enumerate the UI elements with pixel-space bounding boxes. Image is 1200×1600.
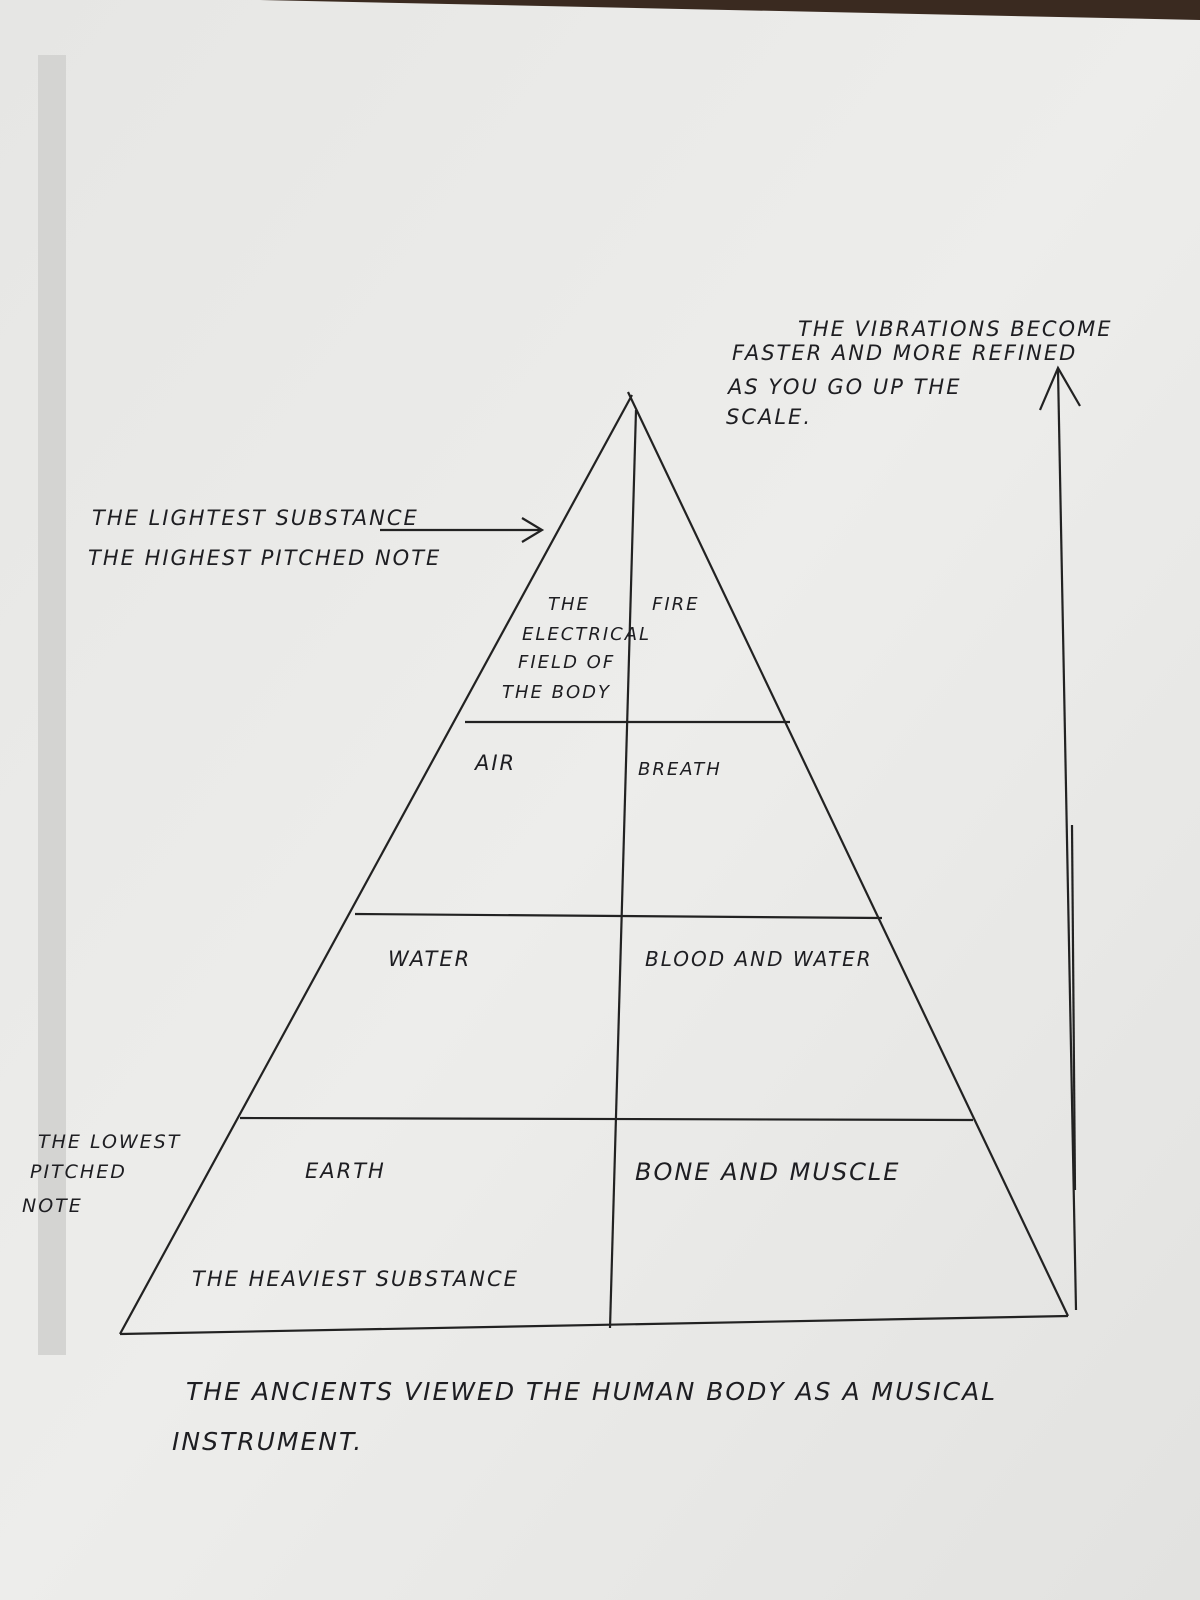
top-note-line-4: SCALE. — [726, 405, 812, 429]
divider-water-earth — [239, 1116, 974, 1122]
lightest-line-2: THE HIGHEST PITCHED NOTE — [88, 546, 441, 570]
lowest-line-3: NOTE — [22, 1195, 83, 1217]
earth-body-label: BONE AND MUSCLE — [635, 1158, 900, 1186]
lightest-line-1: THE LIGHTEST SUBSTANCE — [92, 506, 419, 530]
earth-element-label: EARTH — [305, 1159, 386, 1183]
fire-element-line-1: THE — [548, 594, 590, 615]
scale-mark — [1070, 824, 1077, 1191]
divider-air-water — [354, 912, 883, 920]
fire-element-line-2: ELECTRICAL — [522, 624, 651, 645]
heaviest-label: THE HEAVIEST SUBSTANCE — [192, 1267, 519, 1291]
paper-shadow-edge — [38, 55, 66, 1355]
pyramid — [119, 365, 1081, 1336]
air-body-label: BREATH — [638, 759, 722, 780]
pyramid-base — [119, 1314, 1069, 1336]
lightest-arrowhead-icon — [521, 517, 545, 543]
scale-arrowhead-icon — [1038, 365, 1081, 411]
caption-line-2: INSTRUMENT. — [172, 1427, 363, 1456]
water-body-label: BLOOD AND WATER — [645, 947, 873, 971]
pyramid-right-edge — [627, 391, 1069, 1317]
lowest-line-2: PITCHED — [30, 1161, 127, 1183]
water-element-label: WATER — [388, 947, 471, 971]
lowest-line-1: THE LOWEST — [38, 1131, 181, 1153]
air-element-label: AIR — [473, 751, 516, 775]
top-note-line-1: THE VIBRATIONS BECOME — [798, 317, 1112, 341]
top-note-line-2: FASTER AND MORE REFINED — [732, 341, 1077, 365]
fire-element-line-3: FIELD OF — [518, 652, 615, 673]
center-divider — [608, 409, 638, 1329]
top-note-line-3: AS YOU GO UP THE — [726, 375, 961, 399]
caption-line-1: THE ANCIENTS VIEWED THE HUMAN BODY AS A … — [186, 1377, 997, 1406]
fire-element-line-4: THE BODY — [502, 682, 611, 703]
scale-arrow-line — [1056, 369, 1078, 1311]
fire-body-label: FIRE — [652, 594, 700, 615]
pyramid-left-edge — [119, 394, 633, 1335]
